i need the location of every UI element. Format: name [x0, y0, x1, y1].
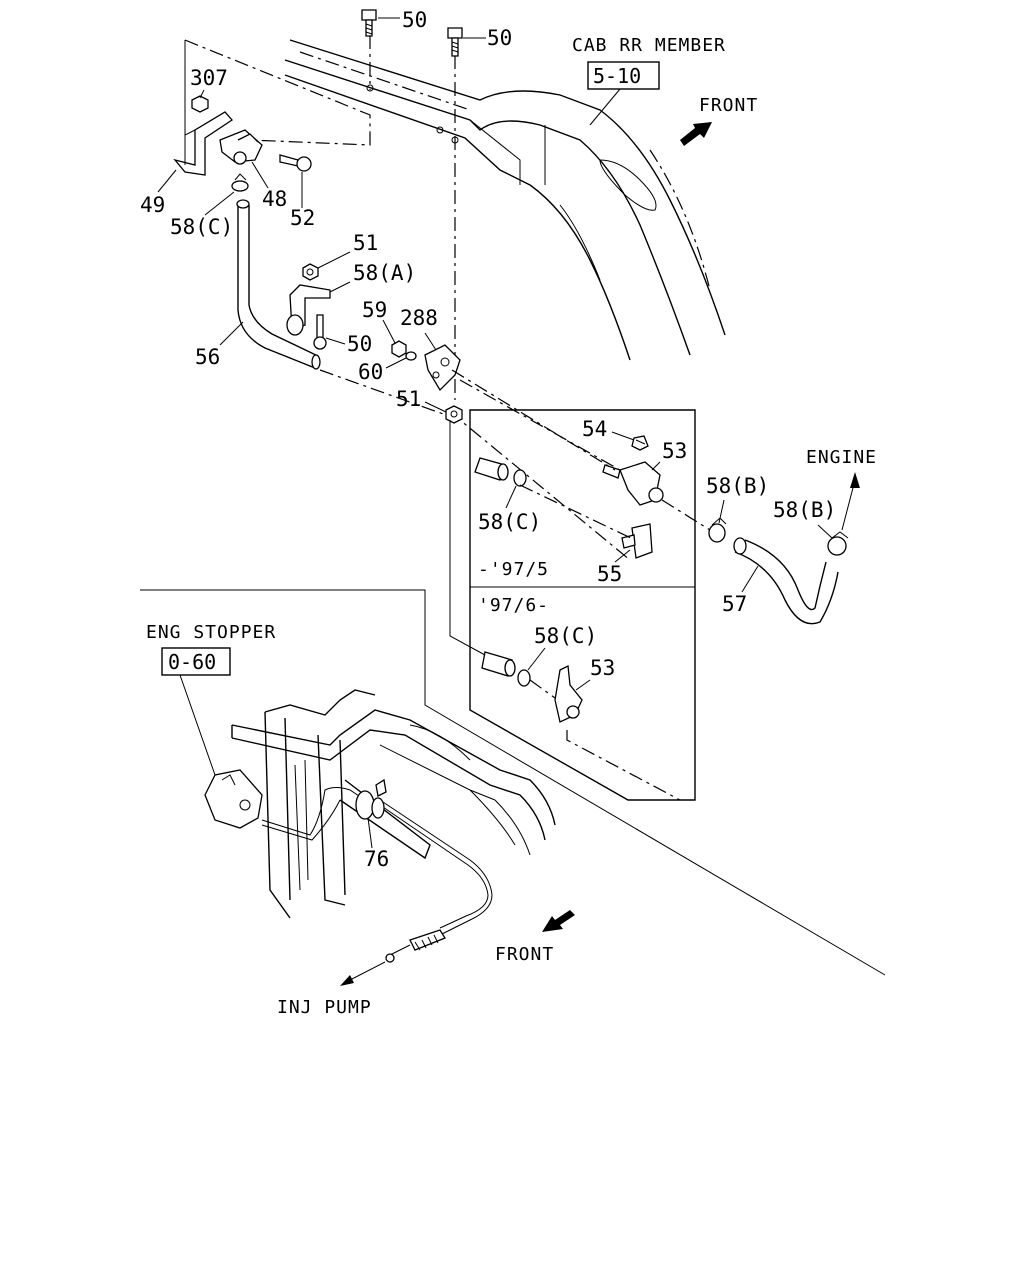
- hose-joint-lower: [481, 651, 516, 677]
- nut-59: [391, 340, 407, 358]
- divider-line: [140, 589, 886, 976]
- part-number: 53: [590, 656, 615, 680]
- bracket-58a: [286, 284, 331, 336]
- cable-76: [261, 787, 493, 963]
- eng-stopper-callout: ENG STOPPER 0-60: [146, 622, 276, 776]
- nut-307: [191, 95, 209, 113]
- part-number: 50: [402, 8, 427, 32]
- tee-53-upper: [602, 461, 664, 506]
- eng-stopper-label: ENG STOPPER: [146, 622, 276, 643]
- part-number: 58(C): [478, 510, 541, 534]
- clamp-58b-a: [708, 517, 727, 543]
- clamp-58c-mid: [513, 469, 527, 487]
- front-direction-top: FRONT: [680, 95, 758, 146]
- hose-joint-upper: [474, 457, 509, 481]
- part-number: 50: [347, 332, 372, 356]
- inj-pump-label: INJ PUMP: [277, 997, 372, 1018]
- bolt-52: [279, 154, 312, 172]
- part-number: 53: [662, 439, 687, 463]
- part-number: 288: [400, 306, 438, 330]
- part-number: 48: [262, 187, 287, 211]
- eng-stopper-ref: 0-60: [168, 650, 216, 674]
- switch-55: [621, 523, 653, 559]
- engine-stopper-part: [204, 769, 263, 829]
- front-label-top: FRONT: [699, 95, 758, 116]
- part-number: 52: [290, 206, 315, 230]
- inj-pump-direction: INJ PUMP: [277, 961, 386, 1018]
- part-number: 76: [364, 847, 389, 871]
- arrow-down-left-icon: [340, 975, 354, 986]
- front-arrow-icon: [542, 910, 575, 932]
- part-number: 49: [140, 193, 165, 217]
- cab-rr-member-callout: CAB RR MEMBER 5-10: [572, 35, 726, 126]
- part-number: 58(C): [534, 624, 597, 648]
- sensor-48: [219, 129, 263, 165]
- bolt-50-c: [313, 314, 327, 350]
- clamp-58b-b: [827, 531, 849, 556]
- clamp-58c-low: [517, 669, 531, 687]
- front-direction-bottom: FRONT: [495, 910, 575, 965]
- part-number: 56: [195, 345, 220, 369]
- part-number: 58(B): [773, 498, 836, 522]
- part-number: 58(B): [706, 474, 769, 498]
- part-number: 51: [353, 231, 378, 255]
- bolt-50-b: [447, 27, 463, 57]
- engine-label: ENGINE: [806, 447, 877, 468]
- nut-51-a: [302, 263, 319, 281]
- date-after-label: '97/6-: [478, 595, 549, 616]
- cab-rr-member-label: CAB RR MEMBER: [572, 35, 726, 56]
- clamp-58c-top: [231, 173, 249, 192]
- part-number: 58(A): [353, 261, 416, 285]
- date-before-label: -'97/5: [478, 559, 549, 580]
- nut-51-b: [445, 405, 463, 424]
- engine-direction: ENGINE: [806, 447, 877, 531]
- hose-57: [733, 537, 839, 625]
- arrow-up-right-icon: [850, 472, 860, 488]
- bracket-assembly-49: [173, 111, 233, 176]
- part-number: 59: [362, 298, 387, 322]
- washer-60: [405, 351, 417, 361]
- part-number: 54: [582, 417, 607, 441]
- part-number: 307: [190, 66, 228, 90]
- bolt-50-a: [361, 9, 377, 37]
- part-number: 55: [597, 562, 622, 586]
- tee-53-lower: [554, 664, 583, 723]
- part-number: 57: [722, 592, 747, 616]
- part-number: 60: [358, 360, 383, 384]
- part-number: 58(C): [170, 215, 233, 239]
- vent-valve-54: [631, 435, 649, 451]
- front-label-bottom: FRONT: [495, 944, 554, 965]
- clamp-76: [355, 778, 387, 820]
- part-numbers: 50 50 307 49 48 52 58(C) 51 58(A) 59 288…: [140, 8, 836, 871]
- variant-inset-frame: -'97/5 '97/6-: [469, 409, 696, 801]
- lower-frame: [231, 689, 556, 919]
- hose-56: [236, 199, 321, 370]
- part-number: 50: [487, 26, 512, 50]
- front-arrow-icon: [680, 122, 712, 146]
- part-number: 51: [396, 387, 421, 411]
- cab-rear-member: [284, 39, 726, 361]
- bracket-288: [424, 344, 461, 392]
- cab-rr-member-ref: 5-10: [593, 64, 641, 88]
- leader-lines-top: [184, 35, 631, 561]
